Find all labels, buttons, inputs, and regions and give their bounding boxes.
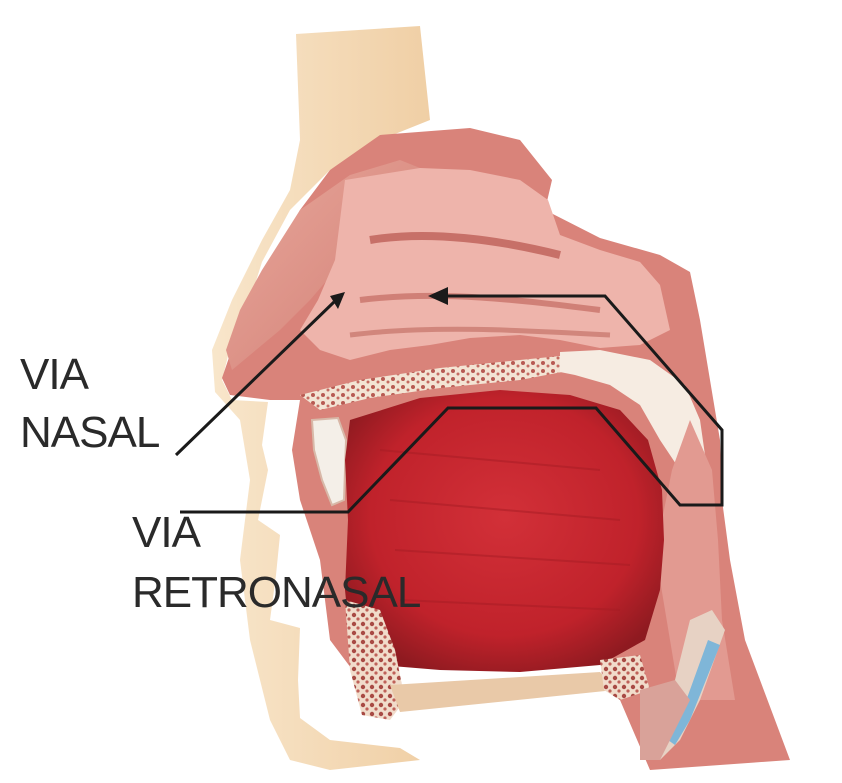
label-via-nasal-line2: NASAL	[20, 408, 159, 458]
label-via-retronasal-line1: VIA	[132, 508, 200, 558]
label-via-nasal-line1: VIA	[20, 350, 88, 400]
mandible-base	[390, 672, 615, 712]
label-via-retronasal-line2: RETRONASAL	[132, 568, 420, 618]
